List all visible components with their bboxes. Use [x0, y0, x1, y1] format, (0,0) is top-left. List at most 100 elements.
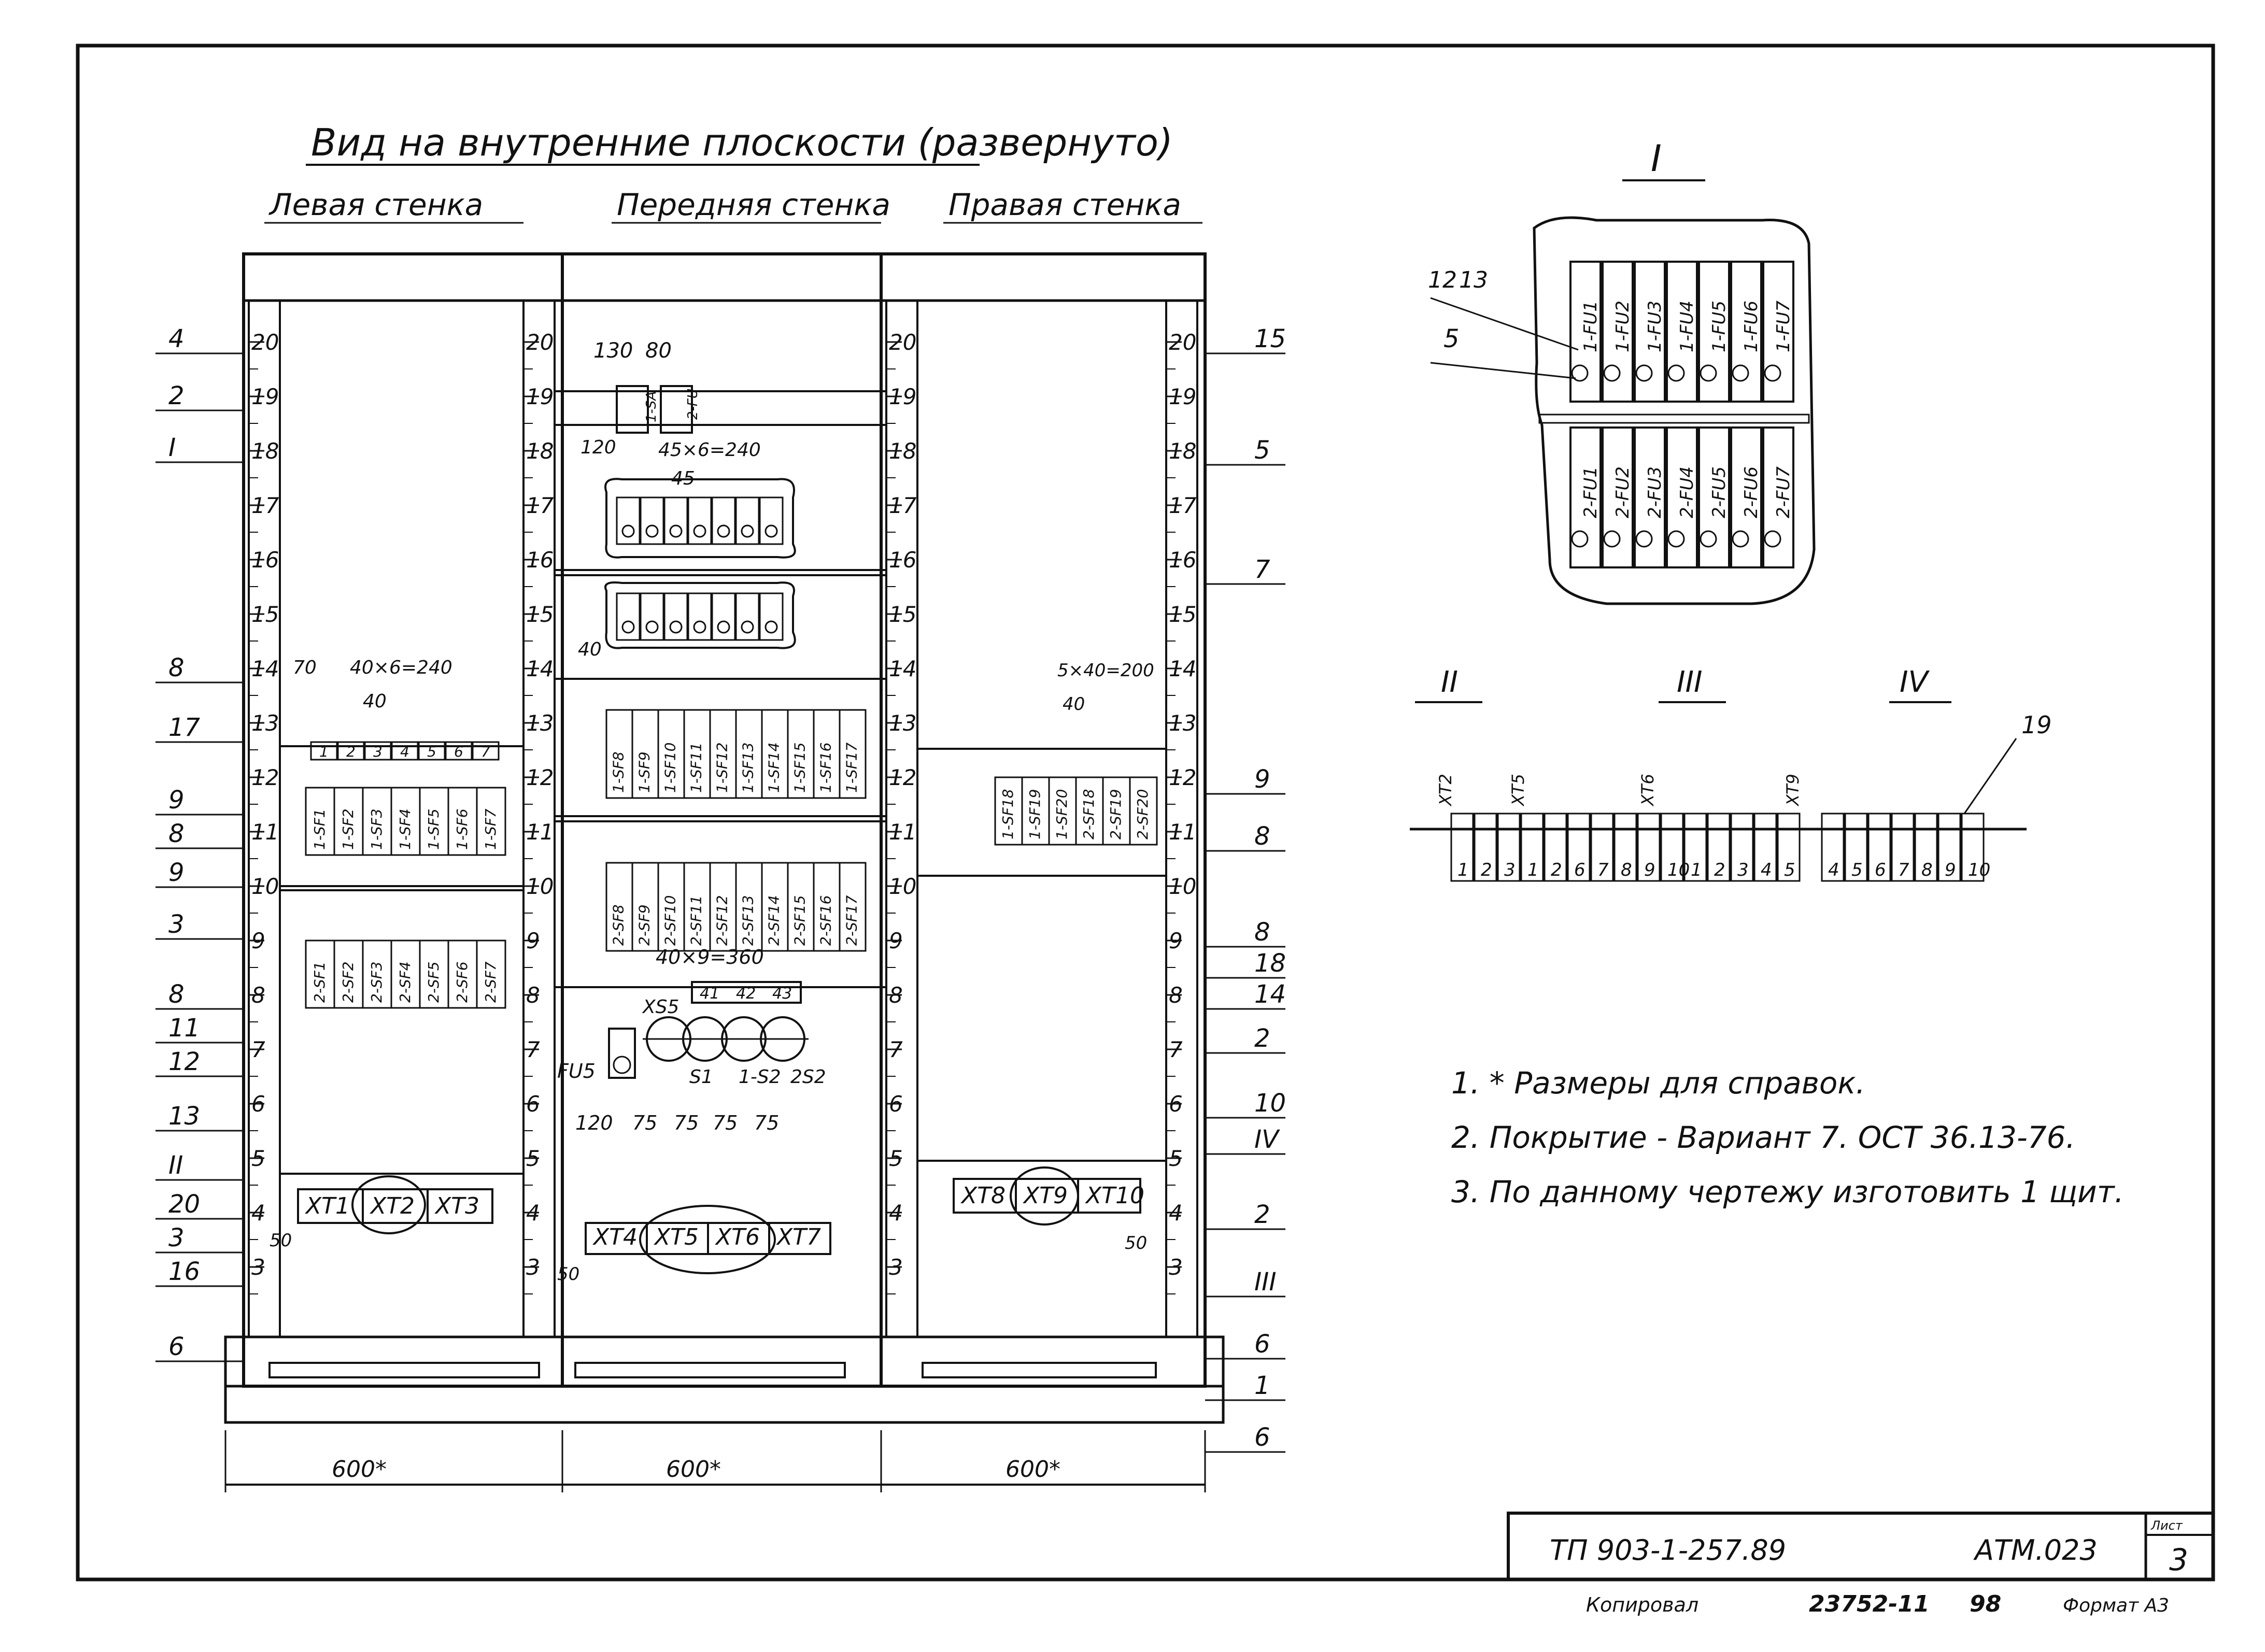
svg-text:1-SF3: 1-SF3 [368, 808, 385, 850]
svg-text:1-SF17: 1-SF17 [843, 742, 860, 793]
scale-number: 3 [889, 1255, 903, 1280]
scale-number: 7 [251, 1037, 265, 1062]
svg-text:5: 5 [1851, 860, 1863, 880]
breaker-1sf [839, 709, 867, 799]
scale-number: 6 [889, 1091, 903, 1117]
terminal-block [768, 1222, 831, 1255]
svg-text:1: 1 [319, 743, 329, 760]
callout-right: 2 [1254, 1200, 1270, 1229]
svg-text:XT6: XT6 [715, 1224, 760, 1250]
scale-number: 16 [251, 547, 279, 573]
svg-text:1-SF19: 1-SF19 [1026, 789, 1043, 839]
scale-number: 20 [251, 330, 279, 355]
fuse-block-cloud [604, 478, 796, 559]
svg-text:1-SF11: 1-SF11 [688, 743, 705, 793]
scale-number: 12 [251, 765, 279, 790]
svg-text:XT7: XT7 [776, 1224, 821, 1250]
scale-number: 19 [526, 384, 554, 409]
breaker-2sf [839, 862, 867, 952]
callout-left: 3 [168, 910, 185, 939]
svg-text:2-SF3: 2-SF3 [368, 961, 385, 1003]
scale-number: 10 [526, 874, 554, 899]
scale-number: 7 [1169, 1037, 1183, 1062]
svg-text:3: 3 [1737, 860, 1749, 880]
scale-number: 4 [889, 1200, 903, 1226]
svg-text:3: 3 [373, 743, 383, 760]
scale-number: 13 [251, 710, 279, 736]
svg-text:1-SF13: 1-SF13 [740, 743, 757, 793]
svg-text:1-SF1: 1-SF1 [311, 808, 328, 850]
svg-text:2: 2 [1481, 860, 1492, 880]
svg-text:XT2: XT2 [1436, 774, 1455, 807]
scale-number: 6 [251, 1091, 265, 1117]
svg-text:1-SF20: 1-SF20 [1053, 789, 1070, 839]
note-3: 3. По данному чертежу изготовить 1 щит. [1451, 1174, 2124, 1209]
scale-number: 13 [889, 710, 916, 736]
svg-text:XT5: XT5 [1508, 774, 1528, 807]
right-wall-title: Правая стенка [949, 187, 1181, 222]
svg-text:5×40=200: 5×40=200 [1057, 660, 1154, 681]
svg-text:2-SF11: 2-SF11 [688, 895, 705, 946]
scale-number: 3 [251, 1255, 265, 1280]
callout-left: 6 [168, 1332, 185, 1361]
svg-text:9: 9 [1644, 860, 1655, 880]
svg-text:50: 50 [1125, 1233, 1147, 1254]
svg-text:8: 8 [1621, 860, 1632, 880]
note-1: 1. * Размеры для справок. [1451, 1065, 1865, 1101]
callout-right: III [1254, 1268, 1276, 1297]
svg-text:FU5: FU5 [557, 1060, 596, 1083]
svg-text:80: 80 [645, 339, 672, 363]
svg-text:43: 43 [772, 985, 792, 1003]
svg-text:600*: 600* [666, 1456, 721, 1483]
svg-text:40×6=240: 40×6=240 [350, 657, 452, 678]
scale-number: 13 [526, 710, 554, 736]
svg-text:1-SF8: 1-SF8 [610, 751, 627, 793]
svg-text:XT6: XT6 [1638, 774, 1658, 807]
scale-number: 8 [889, 982, 903, 1008]
scale-number: 11 [889, 819, 916, 845]
terminal-block [427, 1188, 493, 1224]
svg-text:XT8: XT8 [960, 1183, 1006, 1209]
callout-right: IV [1254, 1125, 1280, 1154]
svg-text:1-SF16: 1-SF16 [817, 743, 834, 793]
callout-right: 6 [1254, 1423, 1270, 1452]
footer-copied: Копировал [1586, 1593, 1698, 1616]
footer-format: Формат А3 [2063, 1595, 2169, 1616]
callout-right: 18 [1254, 949, 1286, 978]
scale-number: 6 [1169, 1091, 1183, 1117]
svg-text:2-FU3: 2-FU3 [1645, 466, 1665, 518]
scale-number: 7 [526, 1037, 540, 1062]
svg-text:2-FU4: 2-FU4 [1677, 466, 1697, 518]
svg-text:2-SF20: 2-SF20 [1134, 789, 1151, 839]
scale-number: 16 [526, 547, 554, 573]
svg-text:2-SF18: 2-SF18 [1080, 789, 1097, 839]
svg-text:5: 5 [1784, 860, 1795, 880]
scale-number: 12 [889, 765, 916, 790]
callout-left: 17 [168, 713, 201, 742]
svg-text:75: 75 [674, 1112, 699, 1134]
svg-text:XT9: XT9 [1023, 1183, 1068, 1209]
svg-text:2-SF2: 2-SF2 [339, 961, 357, 1003]
callout-left: 16 [168, 1257, 200, 1286]
callout-left: II [168, 1151, 183, 1180]
note-2: 2. Покрытие - Вариант 7. ОСТ 36.13-76. [1451, 1120, 2075, 1155]
svg-text:Лист: Лист [2150, 1518, 2183, 1533]
svg-text:2-SF9: 2-SF9 [636, 904, 653, 946]
svg-text:XT9: XT9 [1783, 774, 1803, 807]
svg-text:1-FU4: 1-FU4 [1677, 301, 1697, 352]
title-block: ТП 903-1-257.89 АТМ.023 Лист 3 [1507, 1512, 2215, 1581]
svg-text:1-SF14: 1-SF14 [766, 743, 783, 793]
scale-number: 8 [251, 982, 265, 1008]
svg-text:130: 130 [593, 339, 633, 363]
svg-text:75: 75 [754, 1112, 779, 1134]
svg-text:XT10: XT10 [1085, 1183, 1144, 1209]
socket-fu5 [608, 1028, 636, 1079]
scale-number: 20 [1169, 330, 1196, 355]
svg-text:6: 6 [454, 743, 463, 760]
callout-left: 3 [168, 1223, 185, 1252]
svg-text:2-SF4: 2-SF4 [397, 961, 414, 1003]
scale-number: 10 [1169, 874, 1196, 899]
svg-text:9: 9 [1945, 860, 1956, 880]
